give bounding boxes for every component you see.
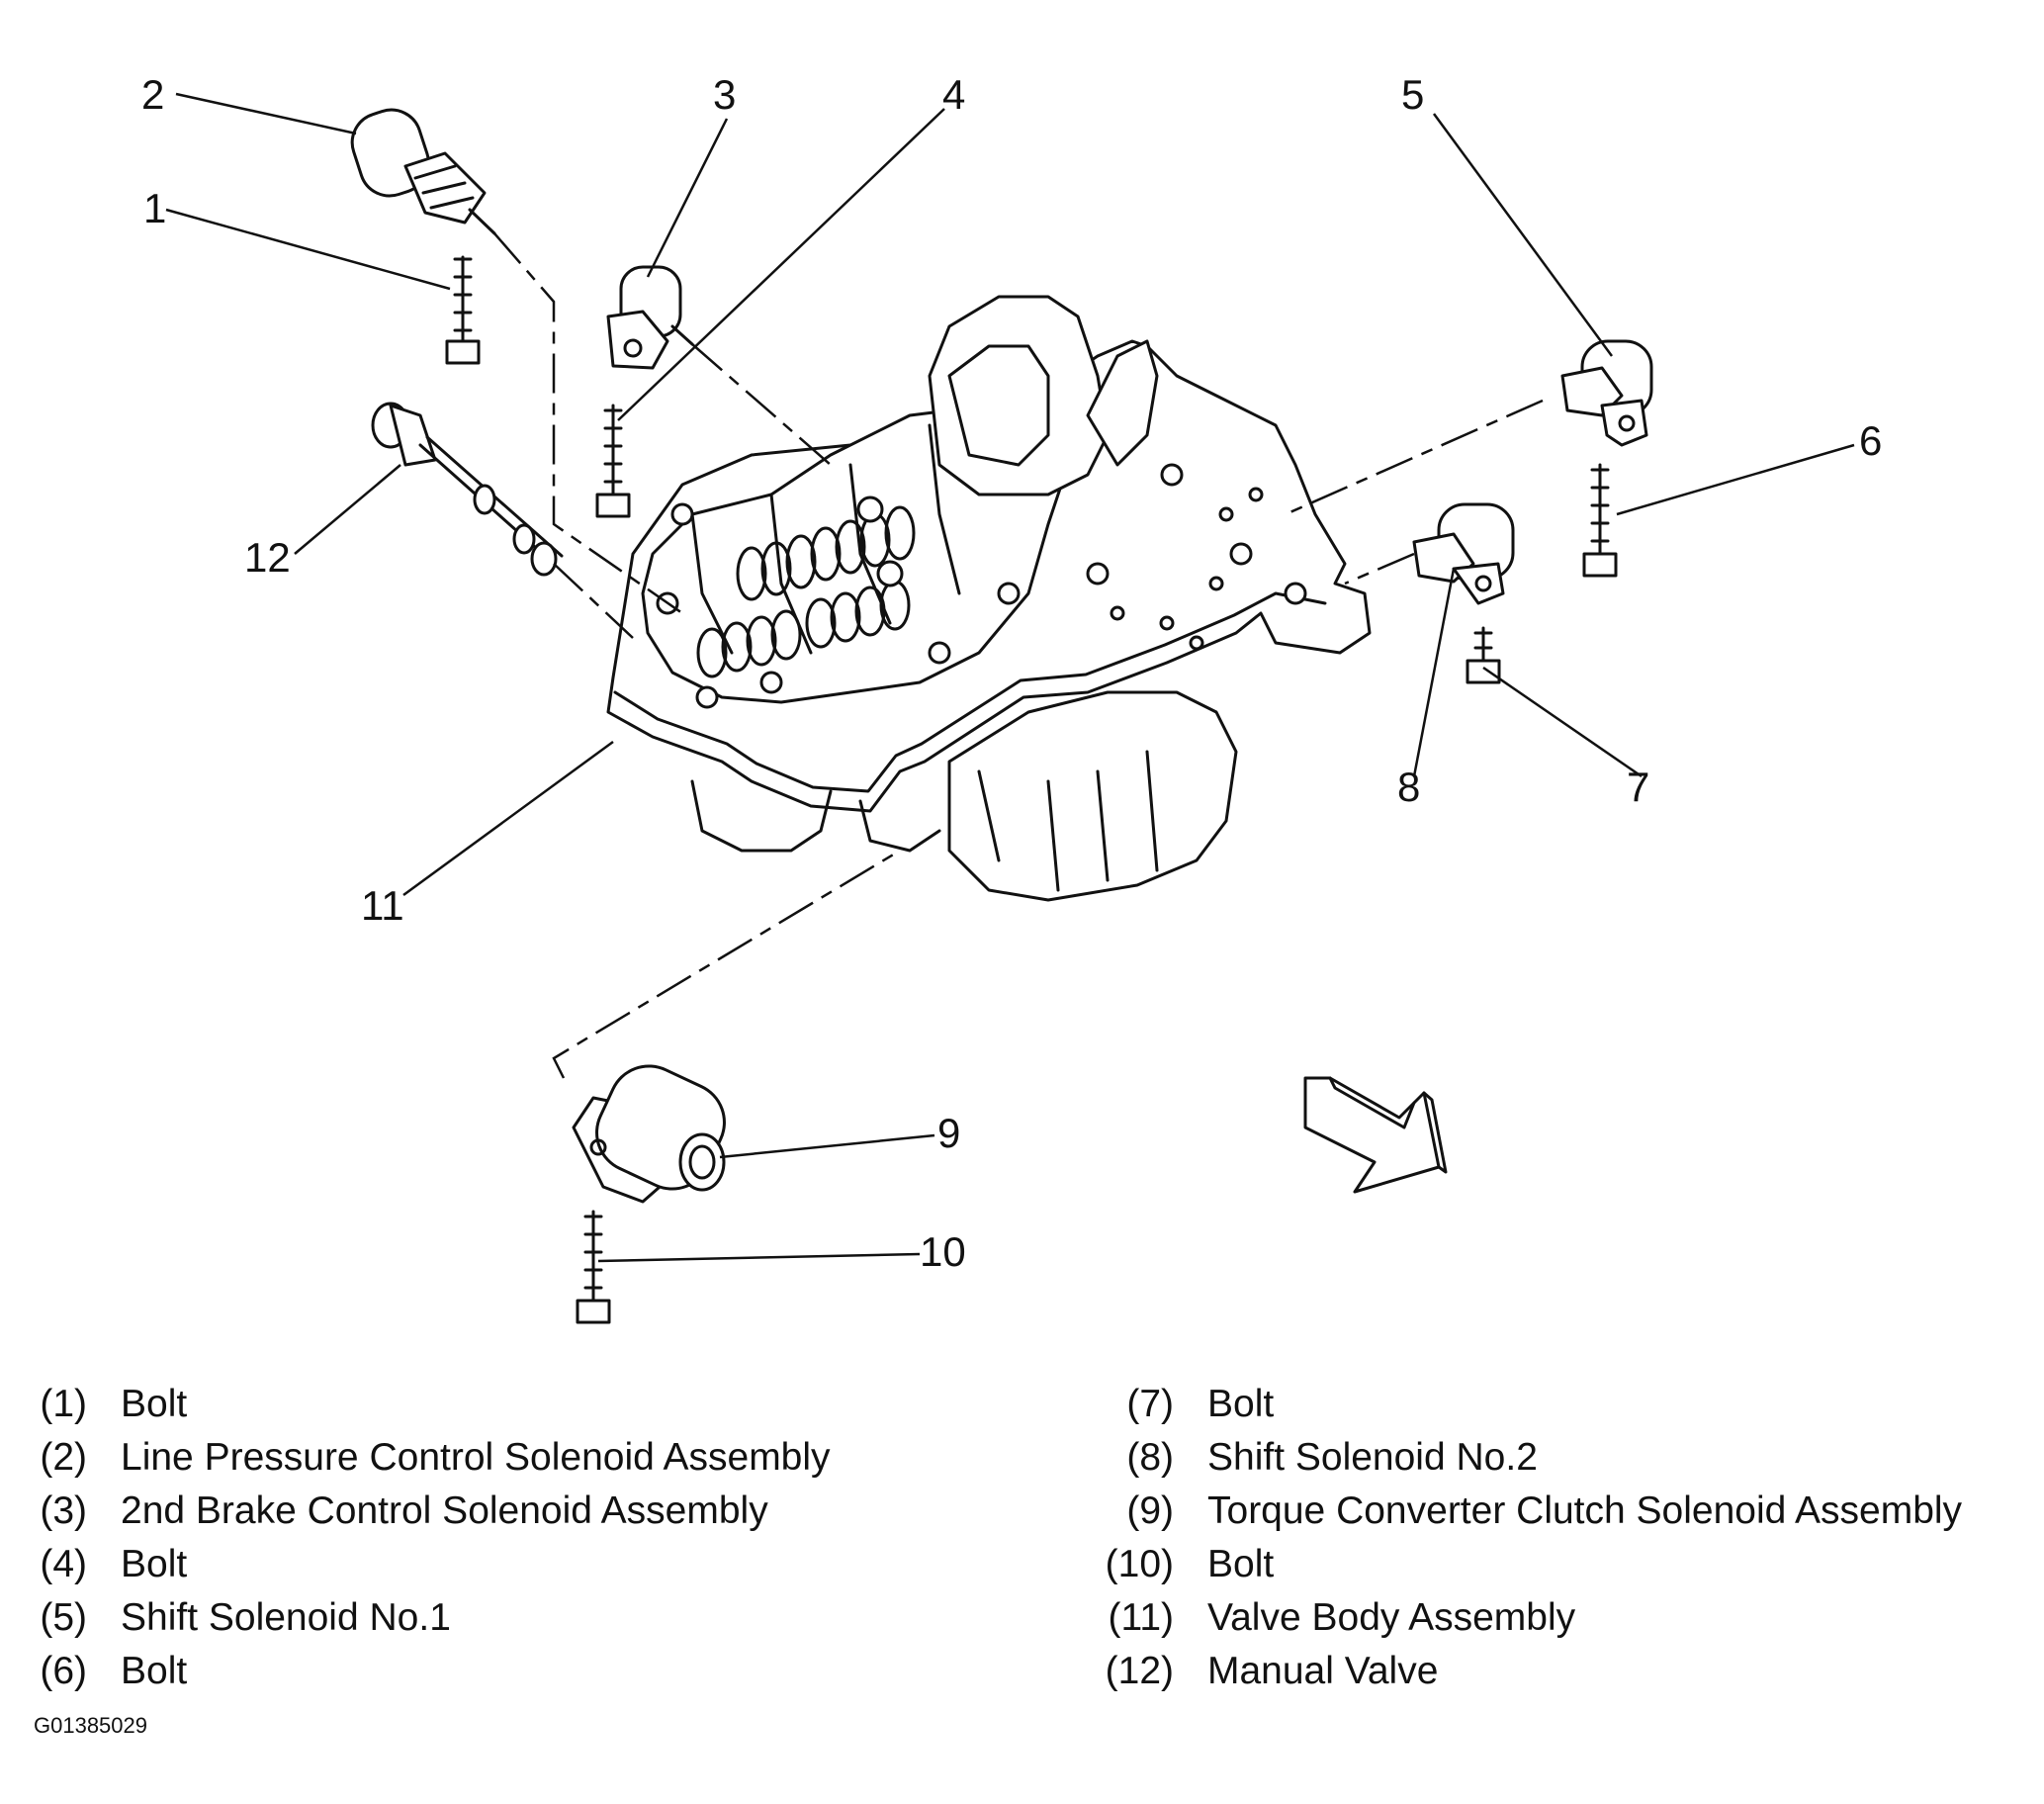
legend-label: Bolt	[121, 1650, 188, 1692]
legend-label: Manual Valve	[1207, 1650, 1439, 1692]
legend-label: Shift Solenoid No.1	[121, 1596, 451, 1639]
callout-1: 1	[143, 185, 166, 231]
legend-item: (12) Manual Valve	[1103, 1645, 1962, 1698]
callout-4: 4	[942, 71, 965, 118]
callout-7: 7	[1627, 764, 1649, 810]
legend-number: (1)	[40, 1383, 87, 1425]
legend-item: (11) Valve Body Assembly	[1103, 1591, 1962, 1645]
callout-11: 11	[361, 882, 404, 929]
legend-number: (9)	[1126, 1489, 1174, 1532]
figure-id: G01385029	[34, 1713, 147, 1738]
callout-6: 6	[1859, 417, 1882, 464]
bolt-1	[445, 255, 481, 365]
legend-number: (4)	[40, 1543, 87, 1585]
shift-solenoid-no1	[1560, 339, 1653, 447]
legend-number: (8)	[1126, 1436, 1174, 1479]
legend-label: Bolt	[1207, 1383, 1275, 1425]
legend-number: (5)	[40, 1596, 87, 1639]
legend-item: (1) Bolt	[34, 1378, 831, 1431]
legend-item: (5) Shift Solenoid No.1	[34, 1591, 831, 1645]
callout-8: 8	[1397, 764, 1420, 810]
legend-item: (6) Bolt	[34, 1645, 831, 1698]
callout-12: 12	[244, 534, 291, 581]
bolt-6	[1582, 463, 1618, 578]
legend-label: 2nd Brake Control Solenoid Assembly	[121, 1489, 768, 1532]
legend-item: (7) Bolt	[1103, 1378, 1962, 1431]
legend-number: (7)	[1126, 1383, 1174, 1425]
legend-number: (11)	[1108, 1596, 1174, 1639]
legend-label: Bolt	[121, 1383, 188, 1425]
callout-10: 10	[920, 1228, 966, 1275]
spool-valves	[696, 505, 916, 678]
bolt-4	[595, 404, 631, 518]
leader-lines	[165, 92, 1855, 1263]
legend-item: (9) Torque Converter Clutch Solenoid Asse…	[1103, 1485, 1962, 1538]
manual-valve	[371, 402, 564, 577]
legend-label: Torque Converter Clutch Solenoid Assembl…	[1207, 1489, 1963, 1532]
callout-2: 2	[141, 71, 164, 118]
bolt-7	[1466, 626, 1501, 684]
2nd-brake-control-solenoid	[606, 265, 694, 370]
legend-number: (6)	[40, 1650, 87, 1692]
legend-label: Bolt	[121, 1543, 188, 1585]
callout-5: 5	[1401, 71, 1424, 118]
legend-left: (1) Bolt (2) Line Pressure Control Solenoi…	[34, 1378, 831, 1698]
valve-body-assembly	[606, 295, 1372, 902]
legend-label: Valve Body Assembly	[1207, 1596, 1576, 1639]
legend-item: (4) Bolt	[34, 1538, 831, 1591]
callout-9: 9	[937, 1110, 960, 1156]
legend-right: (7) Bolt (8) Shift Solenoid No.2 (9) Torque…	[1103, 1378, 1962, 1698]
callout-labels: 2 1 3 4 5 6 12 8 7 11 9 10	[141, 71, 1882, 1275]
legend-label: Line Pressure Control Solenoid Assembly	[121, 1436, 831, 1479]
line-pressure-control-solenoid	[350, 108, 496, 235]
torque-converter-clutch-solenoid	[572, 1064, 726, 1204]
legend-item: (10) Bolt	[1103, 1538, 1962, 1591]
legend-label: Shift Solenoid No.2	[1207, 1436, 1538, 1479]
legend-number: (12)	[1105, 1650, 1174, 1692]
legend-number: (10)	[1105, 1543, 1174, 1585]
legend-number: (2)	[40, 1436, 87, 1479]
assembly-paths	[493, 232, 1544, 1079]
legend-label: Bolt	[1207, 1543, 1275, 1585]
bolt-10	[576, 1210, 611, 1324]
direction-arrow-icon	[1303, 1076, 1448, 1194]
legend-item: (8) Shift Solenoid No.2	[1103, 1431, 1962, 1485]
callout-3: 3	[713, 71, 736, 118]
legend-item: (3) 2nd Brake Control Solenoid Assembly	[34, 1485, 831, 1538]
shift-solenoid-no2	[1412, 502, 1515, 605]
legend-item: (2) Line Pressure Control Solenoid Assemb…	[34, 1431, 831, 1485]
legend-number: (3)	[40, 1489, 87, 1532]
